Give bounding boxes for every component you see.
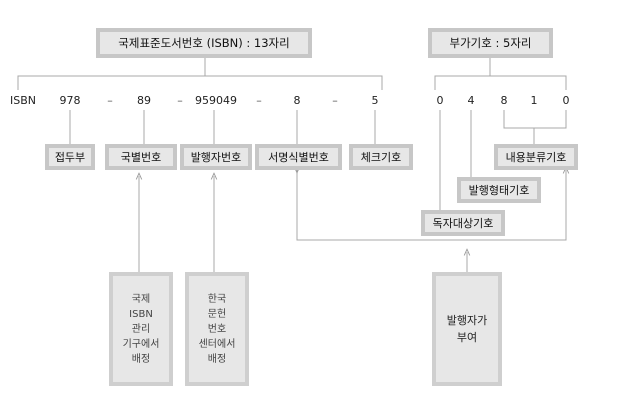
isbn-separator: – xyxy=(177,94,183,107)
label-title-id: 서명식별번호 xyxy=(255,144,342,170)
agency-text-line: 센터에서 xyxy=(198,338,236,350)
agency-text-line: 부여 xyxy=(456,331,478,344)
label-content-class: 내용분류기호 xyxy=(494,144,578,170)
agency-text-line: 기구에서 xyxy=(122,338,160,350)
label-group-id: 국별번호 xyxy=(105,144,177,170)
isbn-segment-prefix: 978 xyxy=(59,94,81,107)
addon-digit-content-3: 0 xyxy=(562,94,570,107)
isbn-separator: – xyxy=(332,94,338,107)
addon-digit-form: 4 xyxy=(467,94,475,107)
isbn-prefix-text: ISBN xyxy=(9,94,37,107)
addon-header: 부가기호 : 5자리 xyxy=(428,28,553,58)
international-agency-box: 국제 ISBN 관리 기구에서 배정 xyxy=(109,272,173,386)
agency-text-line: 관리 xyxy=(131,323,151,335)
agency-text-line: 국제 xyxy=(131,293,151,305)
agency-text-line: ISBN xyxy=(129,308,153,320)
addon-digit-content-1: 8 xyxy=(500,94,508,107)
label-check-digit: 체크기호 xyxy=(349,144,413,170)
isbn-header-bracket xyxy=(17,58,383,90)
addon-digit-reader: 0 xyxy=(436,94,444,107)
isbn-separator: – xyxy=(107,94,113,107)
isbn-segment-publisher: 959049 xyxy=(195,94,237,107)
label-prefix-element: 접두부 xyxy=(45,144,95,170)
label-reader-target: 독자대상기호 xyxy=(421,210,505,236)
agency-text-line: 한국 xyxy=(207,293,227,305)
agency-text-line: 배정 xyxy=(131,353,151,365)
publisher-assign-bracket xyxy=(297,170,566,241)
isbn-segment-title: 8 xyxy=(293,94,301,107)
isbn-segment-group: 89 xyxy=(137,94,151,107)
agency-text-line: 번호 xyxy=(207,323,227,335)
label-publisher-id: 발행자번호 xyxy=(180,144,252,170)
isbn-segment-check: 5 xyxy=(371,94,379,107)
agency-text-line: 문헌 xyxy=(207,308,227,320)
publisher-assign-box: 발행자가 부여 xyxy=(432,272,502,386)
isbn-separator: – xyxy=(256,94,262,107)
link-content xyxy=(503,110,567,144)
label-publication-form: 발행형태기호 xyxy=(457,177,541,203)
addon-header-bracket xyxy=(434,58,567,90)
isbn-header: 국제표준도서번호 (ISBN) : 13자리 xyxy=(96,28,312,58)
agency-text-line: 배정 xyxy=(207,353,227,365)
agency-text-line: 발행자가 xyxy=(446,314,488,327)
addon-digit-content-2: 1 xyxy=(530,94,538,107)
korea-center-box: 한국 문헌 번호 센터에서 배정 xyxy=(185,272,249,386)
